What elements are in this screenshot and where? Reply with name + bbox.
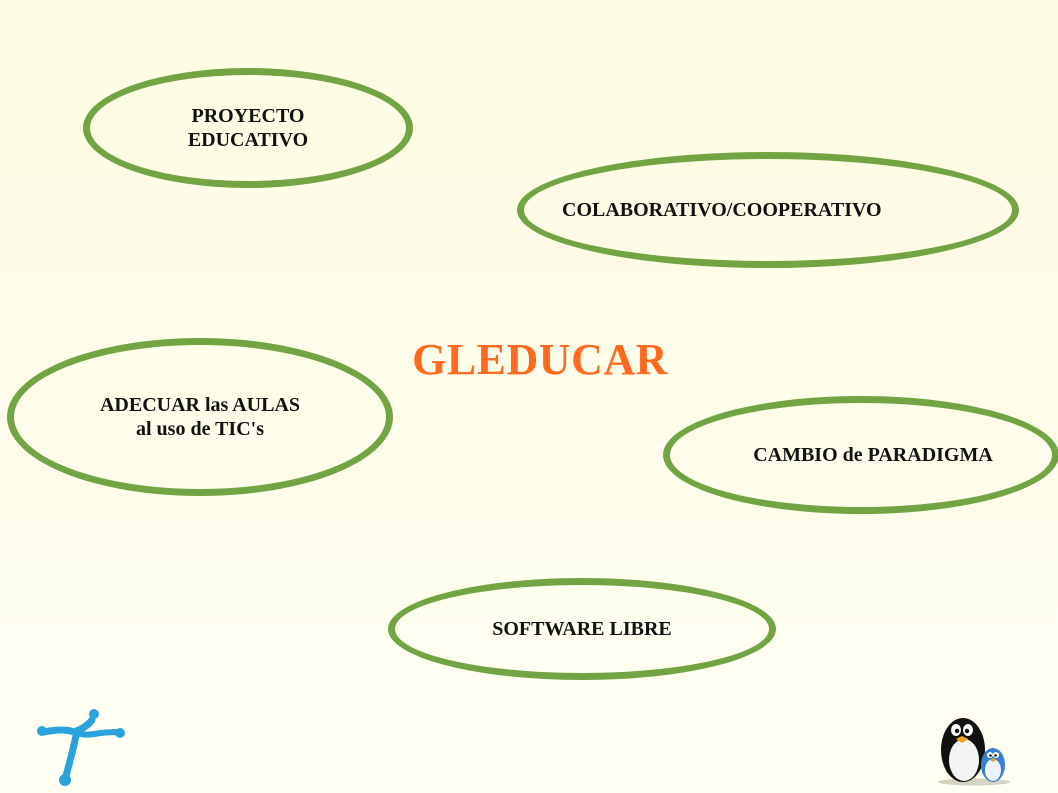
proyecto-label-line-1: PROYECTO — [191, 104, 305, 127]
adecuar-label-line-2: al uso de TIC's — [135, 418, 264, 440]
tux-penguins-icon — [938, 718, 1010, 786]
proyecto-educativo-ellipse: PROYECTO EDUCATIVO — [83, 68, 413, 188]
software-label: SOFTWARE LIBRE — [492, 617, 672, 640]
cambio-paradigma-ellipse: CAMBIO de PARADIGMA — [663, 396, 1058, 514]
gleducar-logo-icon — [37, 709, 125, 786]
proyecto-label-line-2: EDUCATIVO — [187, 129, 309, 151]
software-libre-ellipse: SOFTWARE LIBRE — [388, 578, 776, 680]
adecuar-aulas-ellipse: ADECUAR las AULAS al uso de TIC's — [7, 338, 393, 496]
colaborativo-label: COLABORATIVO/COOPERATIVO — [562, 198, 882, 221]
cambio-label: CAMBIO de PARADIGMA — [753, 443, 993, 466]
page-title: GLEDUCAR — [412, 335, 668, 384]
adecuar-label-line-1: ADECUAR las AULAS — [99, 393, 301, 416]
colaborativo-ellipse: COLABORATIVO/COOPERATIVO — [517, 152, 1019, 268]
